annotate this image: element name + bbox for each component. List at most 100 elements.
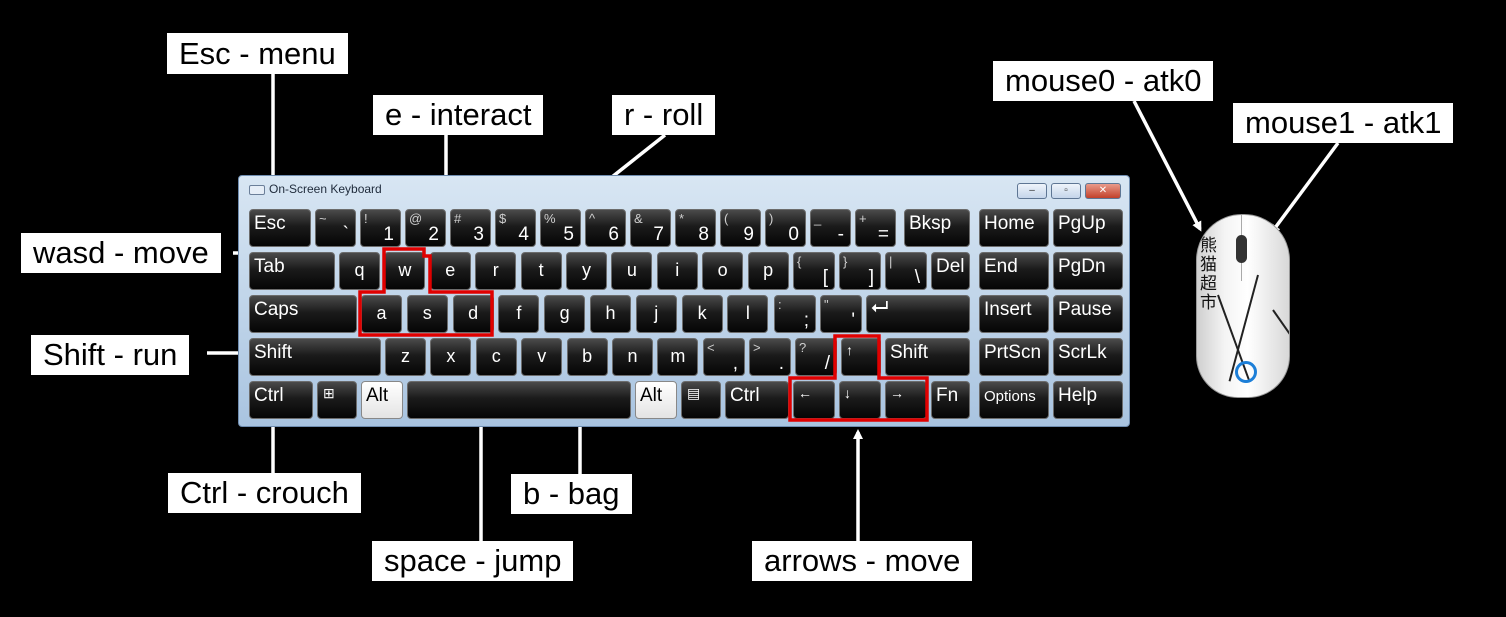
key-period[interactable]: >. xyxy=(749,338,791,376)
key-windows[interactable]: ⊞ xyxy=(317,381,357,419)
key-esc[interactable]: Esc xyxy=(249,209,311,247)
key-left-ctrl[interactable]: Ctrl xyxy=(249,381,313,419)
key-p[interactable]: p xyxy=(747,252,789,290)
key-help[interactable]: Help xyxy=(1053,381,1123,419)
key-bracket-left[interactable]: {[ xyxy=(793,252,835,290)
key-shift-label: ) xyxy=(769,211,774,226)
restore-button[interactable]: ▫ xyxy=(1051,183,1081,199)
key-up[interactable]: ↑ xyxy=(841,338,881,376)
key-pause[interactable]: Pause xyxy=(1053,295,1123,333)
key-13[interactable]: += xyxy=(855,209,896,247)
key-semicolon[interactable]: :; xyxy=(774,295,816,333)
key-v[interactable]: v xyxy=(521,338,563,376)
key-3[interactable]: @2 xyxy=(405,209,446,247)
key-g[interactable]: g xyxy=(544,295,586,333)
key-1[interactable]: ~` xyxy=(315,209,356,247)
key-label: Del xyxy=(936,256,965,277)
key-8[interactable]: &7 xyxy=(630,209,671,247)
key-5[interactable]: $4 xyxy=(495,209,536,247)
key-right-shift[interactable]: Shift xyxy=(885,338,970,376)
key-l[interactable]: l xyxy=(727,295,769,333)
key-6[interactable]: %5 xyxy=(540,209,581,247)
key-left-shift[interactable]: Shift xyxy=(249,338,381,376)
label-esc: Esc - menu xyxy=(167,33,348,74)
key-right-ctrl[interactable]: Ctrl xyxy=(725,381,789,419)
key-end[interactable]: End xyxy=(979,252,1049,290)
key-label: Home xyxy=(984,213,1035,234)
key-z[interactable]: z xyxy=(385,338,426,376)
key-label: 9 xyxy=(743,224,754,245)
left-arrow-icon: ← xyxy=(798,385,812,401)
key-caps[interactable]: Caps xyxy=(249,295,357,333)
key-x[interactable]: x xyxy=(430,338,472,376)
key-fn[interactable]: Fn xyxy=(931,381,970,419)
key-options[interactable]: Options xyxy=(979,381,1049,419)
key-u[interactable]: u xyxy=(611,252,653,290)
key-y[interactable]: y xyxy=(566,252,607,290)
key-r[interactable]: r xyxy=(475,252,517,290)
key-label: Alt xyxy=(640,385,663,406)
key-9[interactable]: *8 xyxy=(675,209,716,247)
key-label: PgUp xyxy=(1058,213,1106,234)
key-t[interactable]: t xyxy=(520,252,562,290)
key-space[interactable] xyxy=(407,381,631,419)
key-right-alt[interactable]: Alt xyxy=(635,381,677,419)
key-label: ] xyxy=(868,267,874,288)
key-menu[interactable]: ▤ xyxy=(681,381,721,419)
key-s[interactable]: s xyxy=(406,295,448,333)
key-bracket-right[interactable]: }] xyxy=(839,252,881,290)
key-pgdn[interactable]: PgDn xyxy=(1053,252,1123,290)
key-backslash[interactable]: |\ xyxy=(885,252,927,290)
key-q[interactable]: q xyxy=(339,252,380,290)
key-i[interactable]: i xyxy=(656,252,698,290)
key-10[interactable]: (9 xyxy=(720,209,761,247)
key-pgup[interactable]: PgUp xyxy=(1053,209,1123,247)
key-j[interactable]: j xyxy=(635,295,677,333)
key-b[interactable]: b xyxy=(566,338,608,376)
key-11[interactable]: )0 xyxy=(765,209,806,247)
key-7[interactable]: ^6 xyxy=(585,209,626,247)
key-2[interactable]: !1 xyxy=(360,209,401,247)
key-left[interactable]: ← xyxy=(793,381,835,419)
key-d[interactable]: d xyxy=(452,295,494,333)
key-a[interactable]: a xyxy=(361,295,402,333)
close-button[interactable]: ✕ xyxy=(1085,183,1121,199)
key-label: u xyxy=(626,260,637,280)
key-4[interactable]: #3 xyxy=(450,209,491,247)
key-tab[interactable]: Tab xyxy=(249,252,335,290)
key-w[interactable]: w xyxy=(384,252,426,290)
key-insert[interactable]: Insert xyxy=(979,295,1049,333)
arrow-keys-highlight xyxy=(788,334,929,422)
minimize-button[interactable]: – xyxy=(1017,183,1047,199)
key-label: ' xyxy=(851,310,855,331)
key-prtscn[interactable]: PrtScn xyxy=(979,338,1049,376)
key-shift-label: * xyxy=(679,211,685,226)
key-left-alt[interactable]: Alt xyxy=(361,381,403,419)
key-n[interactable]: n xyxy=(612,338,653,376)
key-shift-label: + xyxy=(859,211,867,226)
key-label: r xyxy=(492,260,499,280)
key-comma[interactable]: <, xyxy=(703,338,745,376)
key-c[interactable]: c xyxy=(475,338,517,376)
key-down[interactable]: ↓ xyxy=(839,381,881,419)
key-shift-label: _ xyxy=(814,211,822,226)
key-home[interactable]: Home xyxy=(979,209,1049,247)
key-del[interactable]: Del xyxy=(931,252,970,290)
mouse1-arrow xyxy=(1270,141,1340,235)
key-k[interactable]: k xyxy=(681,295,723,333)
key-scrlk[interactable]: ScrLk xyxy=(1053,338,1123,376)
key-h[interactable]: h xyxy=(590,295,631,333)
key-o[interactable]: o xyxy=(702,252,744,290)
key-f[interactable]: f xyxy=(498,295,540,333)
key-12[interactable]: _- xyxy=(810,209,851,247)
key-m[interactable]: m xyxy=(657,338,699,376)
key-label: n xyxy=(627,346,638,366)
key-quote[interactable]: "' xyxy=(820,295,862,333)
key-label: PgDn xyxy=(1058,256,1106,277)
key-bksp[interactable]: Bksp xyxy=(904,209,970,247)
key-label: w xyxy=(398,260,412,280)
key-label: h xyxy=(605,303,616,323)
key-e[interactable]: e xyxy=(429,252,471,290)
key-enter[interactable]: ⮠ xyxy=(866,294,970,333)
label-arrows: arrows - move xyxy=(752,541,973,581)
